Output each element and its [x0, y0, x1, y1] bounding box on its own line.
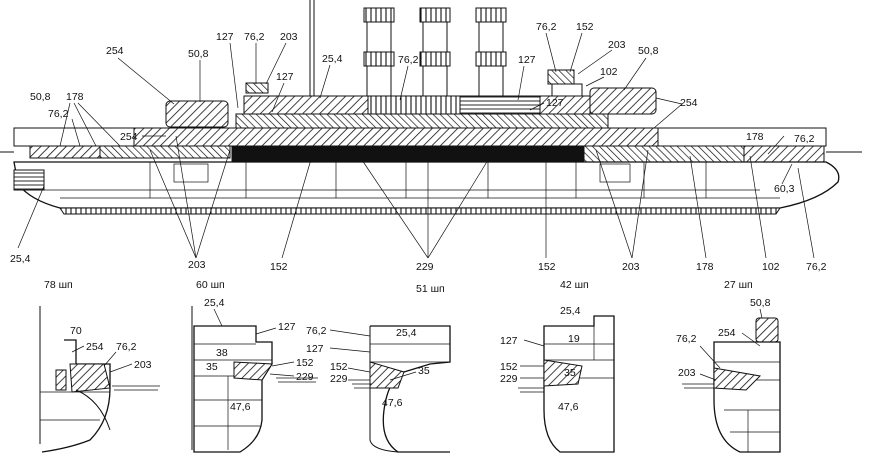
section-title: 27 шп — [724, 279, 753, 291]
label: 254 — [86, 341, 104, 353]
label: 25,4 — [204, 297, 225, 309]
label: 229 — [296, 371, 314, 383]
section-title: 42 шп — [560, 279, 589, 291]
label: 47,6 — [230, 401, 251, 413]
main-belt — [231, 145, 585, 163]
label: 127 — [278, 321, 296, 333]
label: 229 — [500, 373, 518, 385]
label: 254 — [120, 131, 138, 143]
label: 47,6 — [558, 401, 579, 413]
section-title: 60 шп — [196, 279, 225, 291]
label: 25,4 — [322, 53, 343, 65]
label: 76,2 — [806, 261, 827, 273]
section-42: 42 шп 25,4 19 127 152 229 35 47,6 — [500, 279, 615, 453]
label: 203 — [622, 261, 640, 273]
label: 127 — [276, 71, 294, 83]
label: 76,2 — [794, 133, 815, 145]
label: 76,2 — [398, 54, 419, 66]
label: 50,8 — [188, 48, 209, 60]
label: 50,8 — [750, 297, 771, 309]
label: 76,2 — [676, 333, 697, 345]
label: 152 — [538, 261, 556, 273]
label: 203 — [280, 31, 298, 43]
label: 203 — [134, 359, 152, 371]
label: 35 — [418, 365, 430, 377]
section-title: 51 шп — [416, 283, 445, 295]
label: 50,8 — [30, 91, 51, 103]
aft-turret — [589, 87, 657, 115]
label: 203 — [608, 39, 626, 51]
label: 178 — [746, 131, 764, 143]
label: 254 — [106, 45, 124, 57]
label: 152 — [296, 357, 314, 369]
label: 76,2 — [48, 108, 69, 120]
label: 127 — [500, 335, 518, 347]
label: 229 — [416, 261, 434, 273]
label: 50,8 — [638, 45, 659, 57]
leader-lines — [17, 32, 815, 259]
label: 152 — [270, 261, 288, 273]
label: 70 — [70, 325, 82, 337]
conning-tower-fore — [245, 82, 269, 94]
label: 127 — [518, 54, 536, 66]
fore-turret — [165, 100, 229, 128]
label: 203 — [678, 367, 696, 379]
label: 35 — [206, 361, 218, 373]
profile-labels: 50,8 178 76,2 254 254 50,8 127 76,2 203 … — [10, 21, 827, 273]
section-60: 60 шп 25,4 127 38 35 152 229 47,6 — [191, 279, 318, 453]
label: 25,4 — [560, 305, 581, 317]
label: 38 — [216, 347, 228, 359]
section-27: 27 шп 50,8 254 76,2 203 — [676, 279, 781, 453]
label: 127 — [546, 97, 564, 109]
label: 152 — [330, 361, 348, 373]
label: 203 — [188, 259, 206, 271]
label: 178 — [66, 91, 84, 103]
label: 127 — [216, 31, 234, 43]
label: 47,6 — [382, 397, 403, 409]
label: 102 — [762, 261, 780, 273]
ship-profile — [0, 0, 862, 215]
label: 152 — [500, 361, 518, 373]
section-title: 78 шп — [44, 279, 73, 291]
section-51: 51 шп 76,2 25,4 127 152 229 35 47,6 — [306, 283, 451, 453]
label: 254 — [718, 327, 736, 339]
label: 25,4 — [396, 327, 417, 339]
section-78: 78 шп 70 254 76,2 203 — [39, 279, 160, 453]
label: 76,2 — [116, 341, 137, 353]
label: 76,2 — [244, 31, 265, 43]
label: 76,2 — [306, 325, 327, 337]
label: 60,3 — [774, 183, 795, 195]
label: 127 — [306, 343, 324, 355]
label: 35 — [564, 367, 576, 379]
label: 102 — [600, 66, 618, 78]
lower-hull — [13, 161, 840, 209]
label: 76,2 — [536, 21, 557, 33]
label: 25,4 — [10, 253, 31, 265]
label: 152 — [576, 21, 594, 33]
label: 229 — [330, 373, 348, 385]
label: 254 — [680, 97, 698, 109]
funnels — [363, 7, 507, 97]
label: 19 — [568, 333, 580, 345]
conning-tower-aft — [547, 69, 575, 85]
label: 178 — [696, 261, 714, 273]
